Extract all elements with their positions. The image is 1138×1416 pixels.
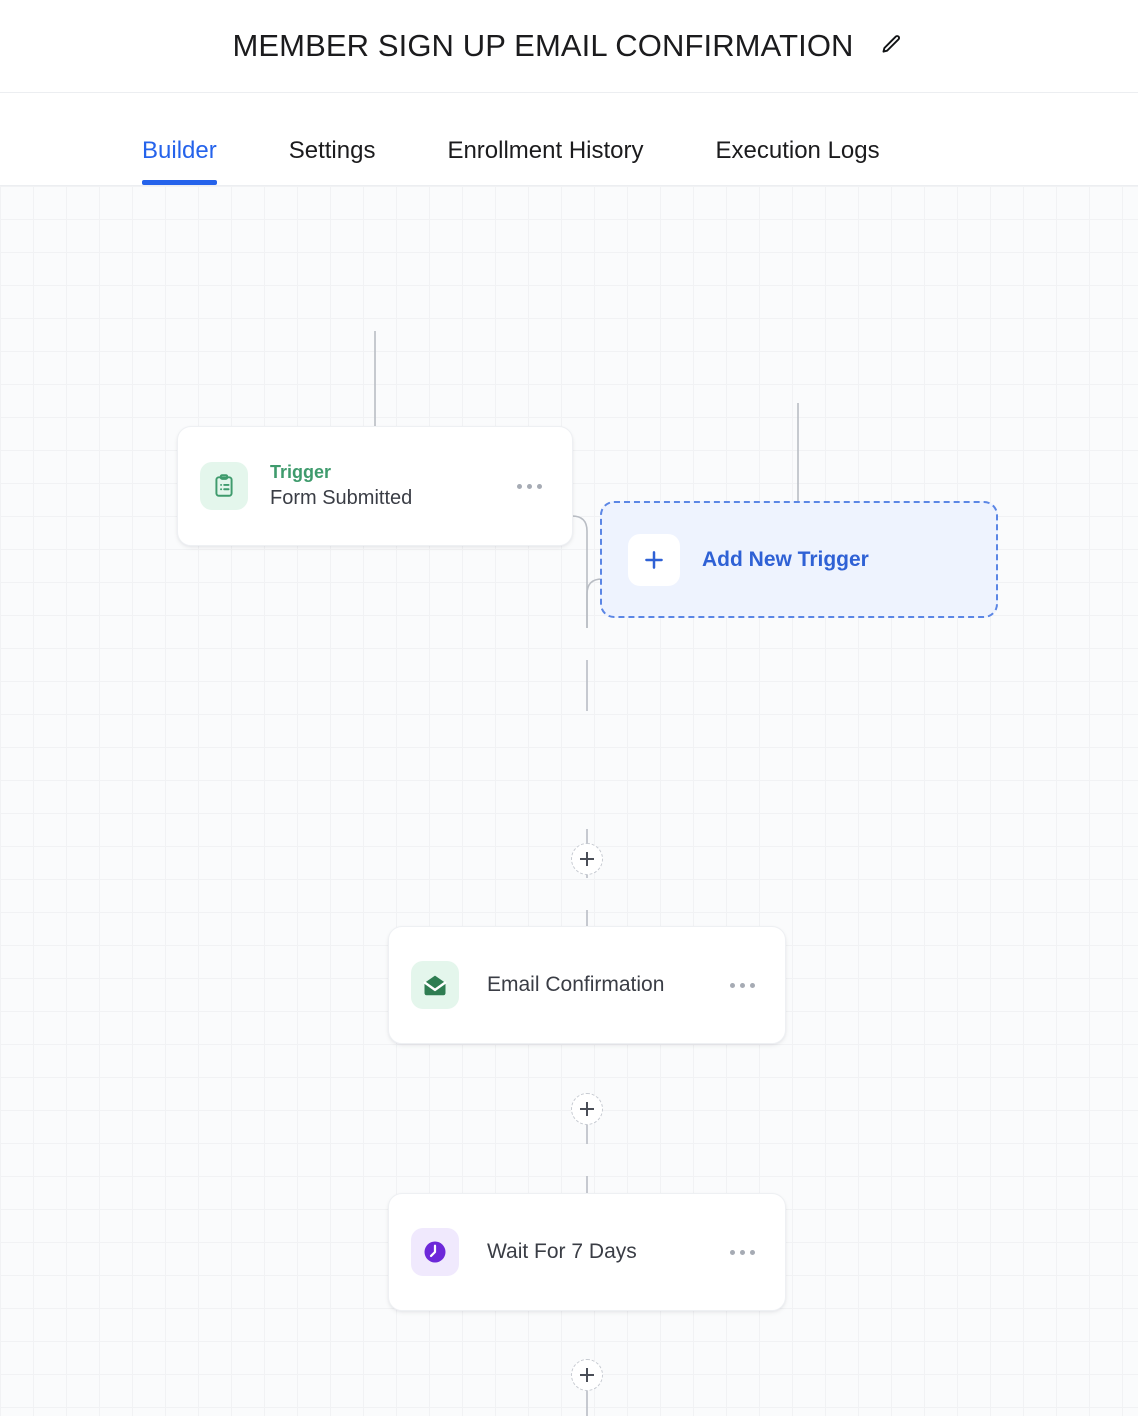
- pencil-icon: [879, 33, 903, 60]
- node-trigger-label: Form Submitted: [270, 487, 413, 510]
- node-email-confirmation-1-menu-button[interactable]: [722, 975, 763, 996]
- add-step-button-3[interactable]: [571, 1359, 603, 1391]
- page-header: MEMBER SIGN UP EMAIL CONFIRMATION: [0, 0, 1138, 93]
- page-title: MEMBER SIGN UP EMAIL CONFIRMATION: [232, 28, 854, 63]
- node-email-confirmation-1-label: Email Confirmation: [487, 973, 665, 997]
- open-envelope-icon: [411, 961, 459, 1009]
- add-step-button-2[interactable]: [571, 1093, 603, 1125]
- add-new-trigger-button[interactable]: Add New Trigger: [600, 501, 998, 618]
- clock-icon: [411, 1228, 459, 1276]
- node-trigger-kicker: Trigger: [270, 461, 332, 482]
- tab-enrollment-history[interactable]: Enrollment History: [447, 137, 643, 185]
- node-trigger-menu-button[interactable]: [509, 476, 550, 497]
- edit-title-button[interactable]: [876, 31, 906, 61]
- node-trigger[interactable]: Trigger Form Submitted: [177, 426, 573, 546]
- clipboard-list-icon: [200, 462, 248, 510]
- node-wait-label: Wait For 7 Days: [487, 1240, 637, 1264]
- add-new-trigger-label: Add New Trigger: [702, 547, 869, 571]
- node-wait-menu-button[interactable]: [722, 1242, 763, 1263]
- tab-builder[interactable]: Builder: [142, 137, 217, 185]
- node-email-confirmation-1[interactable]: Email Confirmation: [388, 926, 786, 1044]
- add-step-button-1[interactable]: [571, 843, 603, 875]
- tab-execution-logs[interactable]: Execution Logs: [716, 137, 880, 185]
- tab-bar: Builder Settings Enrollment History Exec…: [0, 93, 1138, 186]
- tab-settings[interactable]: Settings: [289, 137, 376, 185]
- plus-icon: [628, 533, 680, 586]
- node-wait[interactable]: Wait For 7 Days: [388, 1193, 786, 1311]
- workflow-canvas[interactable]: Trigger Form Submitted Add New Trigger E…: [0, 186, 1138, 1416]
